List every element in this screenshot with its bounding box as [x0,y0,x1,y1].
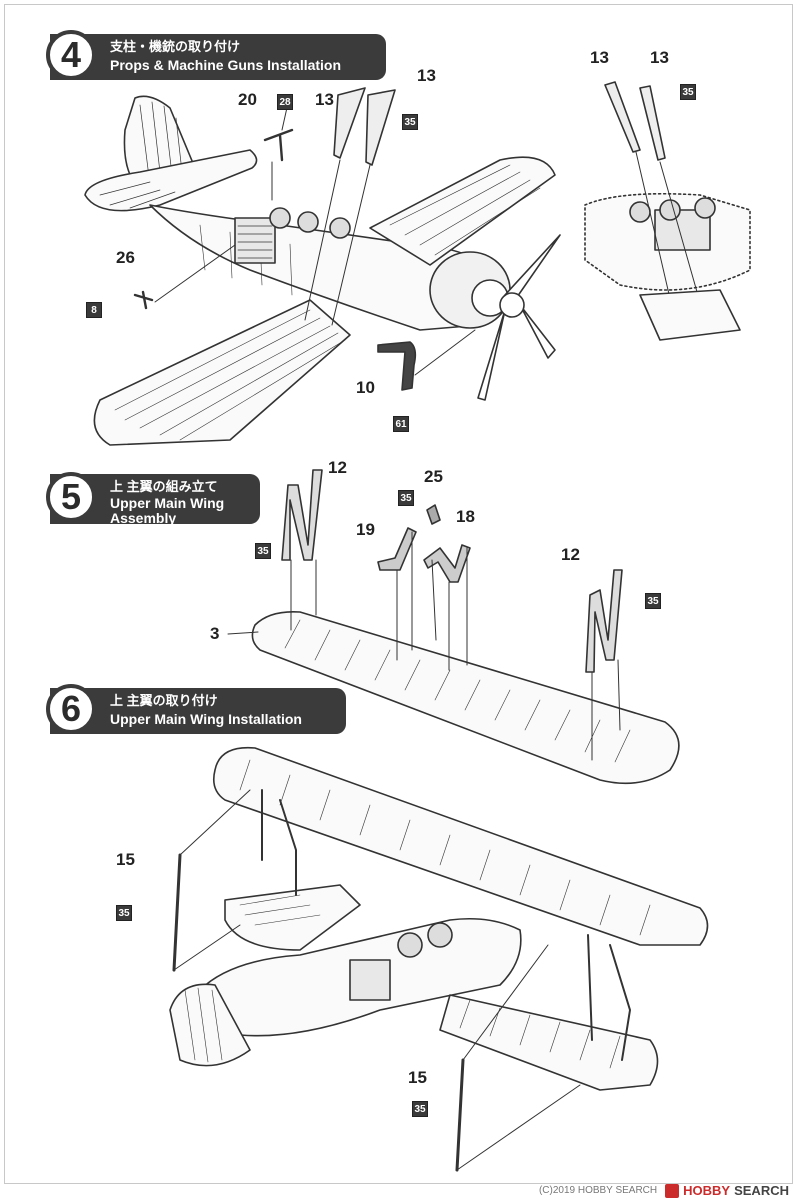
step-6-title-en: Upper Main Wing Installation [110,711,302,727]
callout-20: 20 [238,90,257,109]
callout-15-b: 15 [408,1068,427,1087]
callout-12-a: 12 [328,458,347,477]
step-4-inset [584,81,751,341]
callout-19: 19 [356,520,375,539]
step-5-title-en-line2: Assembly [110,510,177,526]
step-4-title-jp: 支柱・機銃の取り付け [110,39,241,54]
callout-35-a: 35 [255,543,271,559]
callout-3: 3 [210,624,220,643]
step-5-header: 5 上 主翼の組み立て Upper Main Wing Assembly [46,472,260,526]
callout-28: 28 [277,94,293,110]
step-5-title-jp: 上 主翼の組み立て [110,479,218,494]
callout-10: 10 [356,378,375,397]
inset-callout-13-b: 13 [650,48,669,67]
inset-callout-35: 35 [680,84,696,100]
step-4-header: 4 支柱・機銃の取り付け Props & Machine Guns Instal… [46,30,386,80]
callout-26: 26 [116,248,135,267]
step-4-title-en: Props & Machine Guns Installation [110,57,342,73]
step-4-aircraft [84,95,561,446]
step-5-struts [227,469,623,761]
callout-18: 18 [456,507,475,526]
step-4-parts [133,87,476,391]
callout-35-d: 35 [116,905,132,921]
page-frame [4,4,793,1184]
step-6-number: 6 [46,684,96,734]
callout-61: 61 [393,416,409,432]
callout-35: 35 [402,114,418,130]
inset-callout-13-a: 13 [590,48,609,67]
brand-name: HOBBY [683,1183,731,1198]
callout-12-b: 12 [561,545,580,564]
step-6-aircraft [169,746,709,1172]
callout-13-a: 13 [315,90,334,109]
hobby-search-logo: (C)2019 HOBBY SEARCH HOBBY SEARCH [539,1183,789,1198]
step-5-number: 5 [46,472,96,522]
callout-35-e: 35 [412,1101,428,1117]
step-5-title-en-line1: Upper Main Wing [110,495,225,511]
callout-8: 8 [86,302,102,318]
brand-name-rest: SEARCH [734,1183,789,1198]
callout-25: 25 [424,467,443,486]
step-4-number: 4 [46,30,96,80]
step-5-upper-wing [251,610,680,785]
callout-15-a: 15 [116,850,135,869]
callout-35-b: 35 [398,490,414,506]
callout-13-b: 13 [417,66,436,85]
copyright-text: (C)2019 HOBBY SEARCH [538,1185,658,1196]
step-6-title-jp: 上 主翼の取り付け [110,693,218,708]
callout-35-c: 35 [645,593,661,609]
brand-mark-icon [665,1183,680,1198]
step-6-header: 6 上 主翼の取り付け Upper Main Wing Installation [46,684,346,734]
